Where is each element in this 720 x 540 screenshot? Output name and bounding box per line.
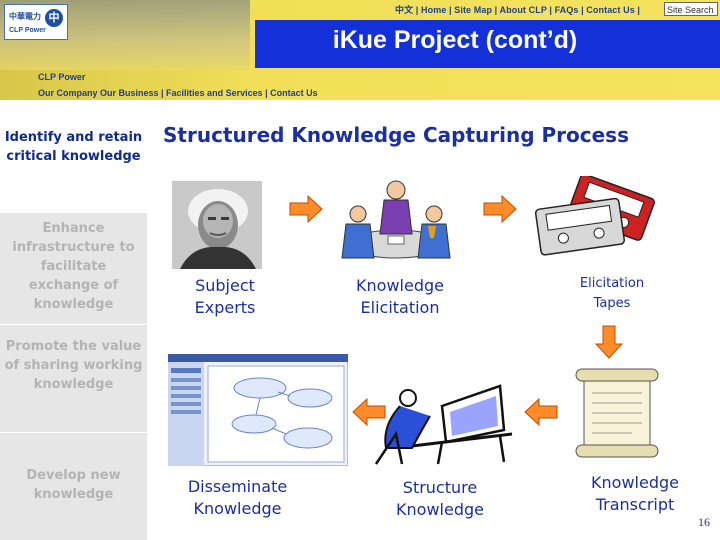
cassette-tapes-clipart <box>532 176 667 256</box>
sidebar-item-develop[interactable]: Develop new knowledge <box>0 432 147 540</box>
person-at-computer-clipart <box>372 376 517 466</box>
scroll-transcript-clipart <box>572 365 662 465</box>
label-disseminate-knowledge: Disseminate Knowledge <box>175 476 300 520</box>
sidebar-item-identify[interactable]: Identify and retain critical knowledge <box>0 100 147 212</box>
label-knowledge-transcript: Knowledge Transcript <box>580 472 690 516</box>
page-title: iKue Project (cont’d) <box>255 26 655 55</box>
process-heading: Structured Knowledge Capturing Process <box>163 123 629 147</box>
label-subject-experts: Subject Experts <box>180 275 270 319</box>
subject-expert-portrait <box>172 181 262 269</box>
sidebar-item-label: Promote the value of sharing working kno… <box>4 337 143 394</box>
arrow-right-icon <box>289 195 323 223</box>
sidebar-item-label: Develop new knowledge <box>4 466 143 504</box>
arrow-right-icon <box>483 195 517 223</box>
site-header: 中華電力 中 CLP Power 中文 | Home | Site Map | … <box>0 0 720 100</box>
arrow-left-icon <box>352 398 386 426</box>
portal-screenshot-thumbnail <box>168 354 348 466</box>
page-number: 16 <box>698 515 710 530</box>
arrow-down-icon <box>595 325 623 359</box>
label-elicitation-tapes: Elicitation Tapes <box>560 274 664 314</box>
main-nav-links[interactable]: Our Company Our Business | Facilities an… <box>38 88 318 98</box>
brand-label: CLP Power <box>38 72 85 82</box>
arrow-left-icon <box>524 398 558 426</box>
sidebar-item-enhance[interactable]: Enhance infrastructure to facilitate exc… <box>0 212 147 324</box>
sidebar-menu: Identify and retain critical knowledge E… <box>0 100 147 540</box>
logo-chinese-text: 中華電力 <box>9 11 41 22</box>
site-search-button[interactable]: Site Search <box>664 2 718 16</box>
sidebar-item-label: Identify and retain critical knowledge <box>4 128 143 166</box>
sidebar-item-label: Enhance infrastructure to facilitate exc… <box>4 219 143 314</box>
clp-logo[interactable]: 中華電力 中 CLP Power <box>4 4 68 40</box>
logo-english-text: CLP Power <box>9 27 46 34</box>
sidebar-item-promote[interactable]: Promote the value of sharing working kno… <box>0 324 147 432</box>
logo-mark-icon: 中 <box>45 9 63 27</box>
label-structure-knowledge: Structure Knowledge <box>385 477 495 521</box>
label-knowledge-elicitation: Knowledge Elicitation <box>345 275 455 319</box>
meeting-clipart <box>340 178 452 268</box>
top-nav-links[interactable]: 中文 | Home | Site Map | About CLP | FAQs … <box>395 3 640 16</box>
